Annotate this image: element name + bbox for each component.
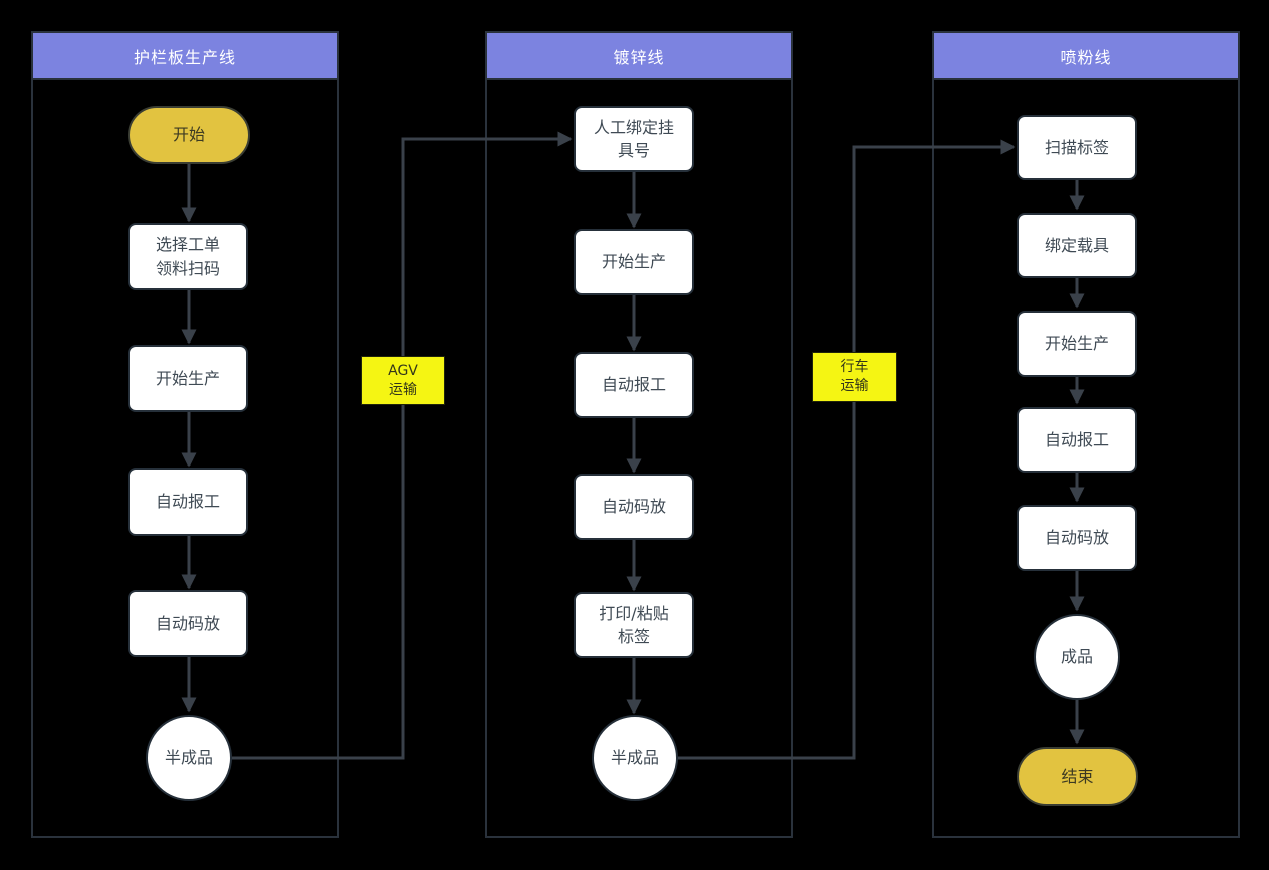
lane-title: 喷粉线 <box>1060 47 1112 67</box>
lane-header: 喷粉线 <box>934 33 1238 80</box>
node-start: 开始 <box>128 106 250 164</box>
node-select-order-scan: 选择工单 领料扫码 <box>128 223 248 290</box>
node-auto-stack-1: 自动码放 <box>128 590 248 657</box>
node-semi-product-1: 半成品 <box>146 715 232 801</box>
node-scan-label: 扫描标签 <box>1017 115 1137 180</box>
node-auto-stack-2: 自动码放 <box>574 474 694 540</box>
transport-label-crane: 行车 运输 <box>812 352 897 402</box>
node-finished-product: 成品 <box>1034 614 1120 700</box>
node-auto-report-2: 自动报工 <box>574 352 694 418</box>
node-auto-report-3: 自动报工 <box>1017 407 1137 473</box>
transport-label-agv: AGV 运输 <box>361 356 445 405</box>
node-bind-hanger-number: 人工绑定挂 具号 <box>574 106 694 172</box>
node-start-production-1: 开始生产 <box>128 345 248 412</box>
node-auto-report-1: 自动报工 <box>128 468 248 536</box>
node-start-production-3: 开始生产 <box>1017 311 1137 377</box>
node-auto-stack-3: 自动码放 <box>1017 505 1137 571</box>
node-start-production-2: 开始生产 <box>574 229 694 295</box>
node-semi-product-2: 半成品 <box>592 715 678 801</box>
node-bind-carrier: 绑定载具 <box>1017 213 1137 278</box>
lane-header: 镀锌线 <box>487 33 791 80</box>
lane-title: 镀锌线 <box>613 47 665 67</box>
node-end: 结束 <box>1017 747 1138 806</box>
lane-title: 护栏板生产线 <box>133 47 236 67</box>
lane-header: 护栏板生产线 <box>33 33 337 80</box>
node-print-paste-label: 打印/粘贴 标签 <box>574 592 694 658</box>
